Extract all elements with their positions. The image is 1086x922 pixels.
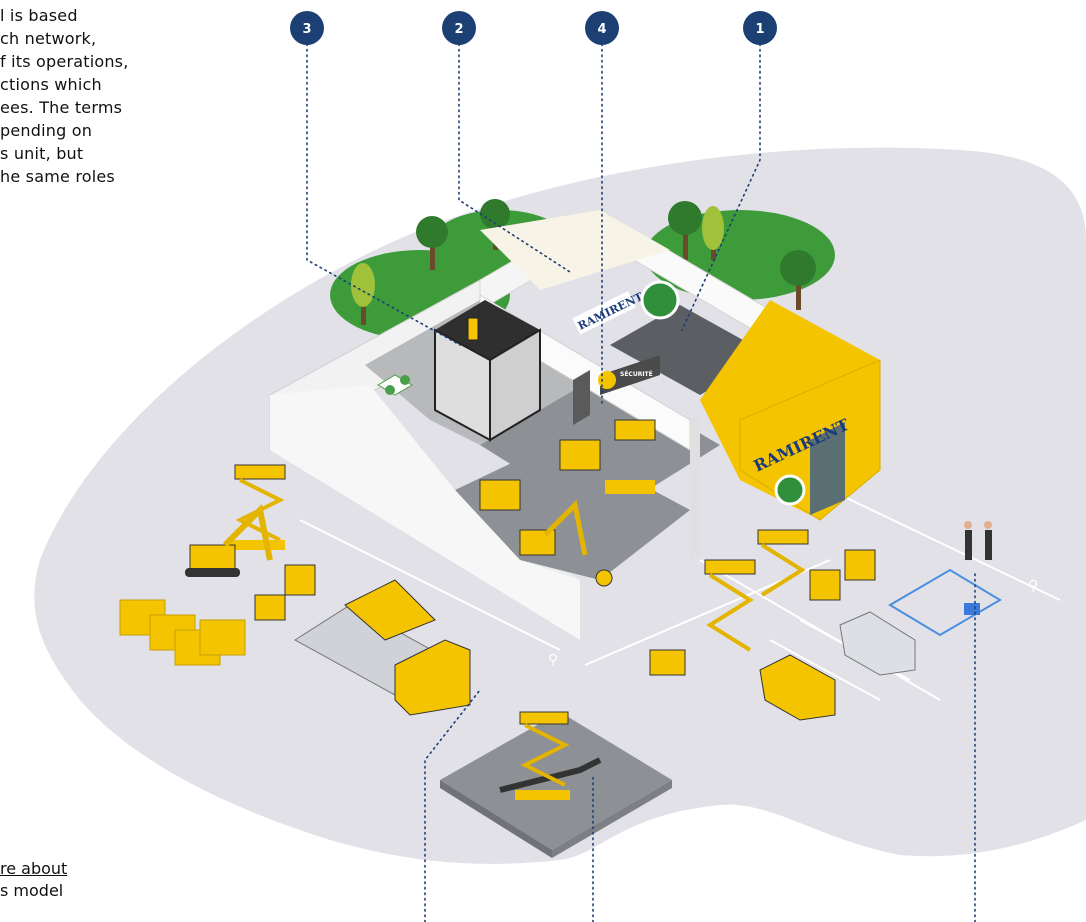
intro-line: f its operations, xyxy=(0,52,129,71)
marker-4-label: 4 xyxy=(597,22,606,37)
forklift xyxy=(254,564,316,621)
depot-building xyxy=(269,209,881,640)
excavator xyxy=(185,503,273,577)
intro-text: l is based ch network, f its operations,… xyxy=(0,4,200,188)
green-area-right xyxy=(645,201,835,310)
car xyxy=(839,611,916,676)
marker-1-label: 1 xyxy=(755,22,764,37)
intro-line: ees. The terms xyxy=(0,98,123,117)
learn-more-line2: s model xyxy=(0,881,64,900)
demo-pad xyxy=(440,711,672,858)
people-group xyxy=(964,521,992,560)
hotspot-marker-3[interactable]: 3 xyxy=(290,11,324,45)
security-sign-text: SÉCURITÉ xyxy=(620,370,653,378)
marker-3-label: 3 xyxy=(302,22,311,37)
connector-lines xyxy=(306,43,976,922)
van xyxy=(759,654,836,721)
parking-equipment xyxy=(649,529,876,676)
intro-line: s unit, but xyxy=(0,144,84,163)
hotspot-marker-2[interactable]: 2 xyxy=(442,11,476,45)
logo-emblem xyxy=(640,280,680,320)
pedestrian-marking: ⚲ xyxy=(548,651,558,667)
intro-line: l is based xyxy=(0,6,78,25)
pedestrian-marking: ⚲ xyxy=(1028,577,1038,593)
inside-equipment xyxy=(479,419,656,587)
marker-2-label: 2 xyxy=(454,22,463,37)
generator-units xyxy=(119,599,246,666)
truck xyxy=(294,579,471,716)
accessible-parking xyxy=(888,568,1002,637)
intro-line: ctions which xyxy=(0,75,102,94)
intro-line: he same roles xyxy=(0,167,115,186)
logo-emblem xyxy=(774,474,806,506)
hotspot-marker-4[interactable]: 4 xyxy=(585,11,619,45)
intro-line: ch network, xyxy=(0,29,97,48)
learn-more-link[interactable]: re about xyxy=(0,859,68,878)
hotspot-marker-1[interactable]: 1 xyxy=(743,11,777,45)
intro-line: pending on xyxy=(0,121,93,140)
learn-more: re about s model xyxy=(0,858,67,902)
